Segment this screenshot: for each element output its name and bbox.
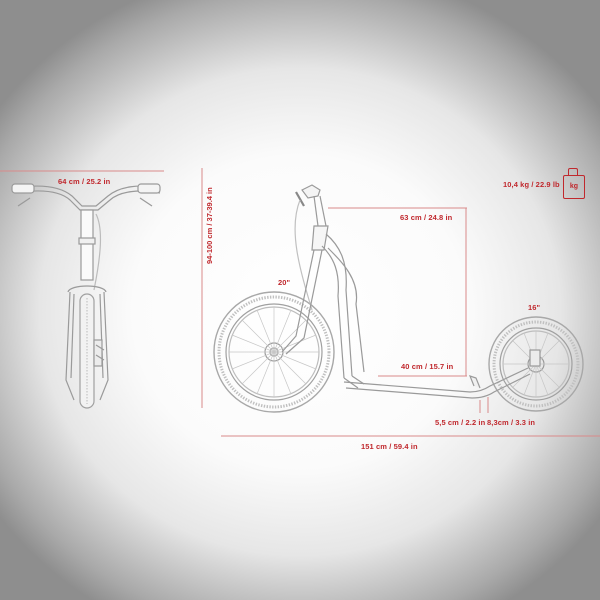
deck-length-label: 40 cm / 15.7 in	[401, 362, 454, 371]
front-clearance-label: 5,5 cm / 2.2 in	[435, 418, 486, 427]
weight-icon-handle	[568, 168, 578, 176]
rear-clearance-label: 8,3cm / 3.3 in	[487, 418, 536, 427]
dimension-lines	[0, 168, 600, 437]
weight-label: 10,4 kg / 22.9 lb	[503, 180, 560, 189]
side-view-drawing	[213, 184, 584, 413]
reach-label: 63 cm / 24.8 in	[400, 213, 453, 222]
total-length-label: 151 cm / 59.4 in	[361, 442, 418, 451]
handlebar-width-label: 64 cm / 25.2 in	[58, 177, 111, 186]
front-wheel	[213, 291, 335, 413]
weight-icon: kg	[563, 175, 585, 199]
rear-wheel-size-label: 16"	[528, 303, 541, 312]
front-wheel-size-label: 20"	[278, 278, 291, 287]
weight-icon-text: kg	[569, 183, 579, 190]
rear-wheel	[488, 316, 584, 412]
height-range-label: 94-100 cm / 37-39.4 in	[205, 187, 214, 264]
front-view-drawing	[11, 183, 161, 409]
